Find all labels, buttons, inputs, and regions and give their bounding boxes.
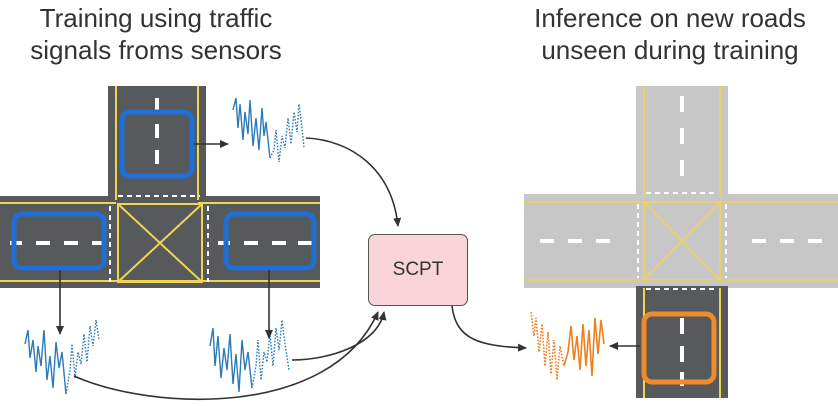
inference-stop-lines	[637, 192, 727, 290]
sensor-east-icon	[223, 211, 317, 271]
inference-title-line-2: unseen during training	[541, 35, 799, 65]
predicted-signal-waveform-icon	[530, 311, 605, 381]
training-title: Training using traffic signals froms sen…	[0, 2, 312, 66]
sensor-west-icon	[11, 211, 107, 271]
signal-waveform-west-icon	[24, 319, 100, 395]
scpt-model-label: SCPT	[392, 259, 444, 280]
signal-waveform-east-icon	[209, 319, 290, 393]
inference-lane-border-lines	[524, 86, 838, 281]
inference-title: Inference on new roads unseen during tra…	[502, 2, 838, 66]
sensor-south-orange-icon	[641, 311, 717, 385]
sensor-north-icon	[119, 109, 195, 179]
inference-title-line-1: Inference on new roads	[534, 3, 806, 33]
signal-waveform-north-icon	[232, 97, 305, 163]
arrow-west-signal-to-scpt	[73, 311, 379, 401]
arrow-east-signal-to-scpt	[291, 311, 387, 361]
scpt-model-box: SCPT	[368, 234, 468, 306]
data-flow-arrows	[56, 137, 640, 401]
training-road-network	[0, 86, 320, 288]
inference-center-dashes	[540, 96, 822, 386]
arrow-scpt-to-prediction	[451, 305, 527, 352]
inference-road-network	[524, 86, 838, 398]
training-title-line-1: Training using traffic	[39, 3, 273, 33]
training-title-line-2: signals froms sensors	[30, 35, 282, 65]
lane-border-lines	[0, 86, 320, 283]
stop-lines	[109, 195, 209, 282]
arrow-north-signal-to-scpt	[305, 137, 402, 227]
